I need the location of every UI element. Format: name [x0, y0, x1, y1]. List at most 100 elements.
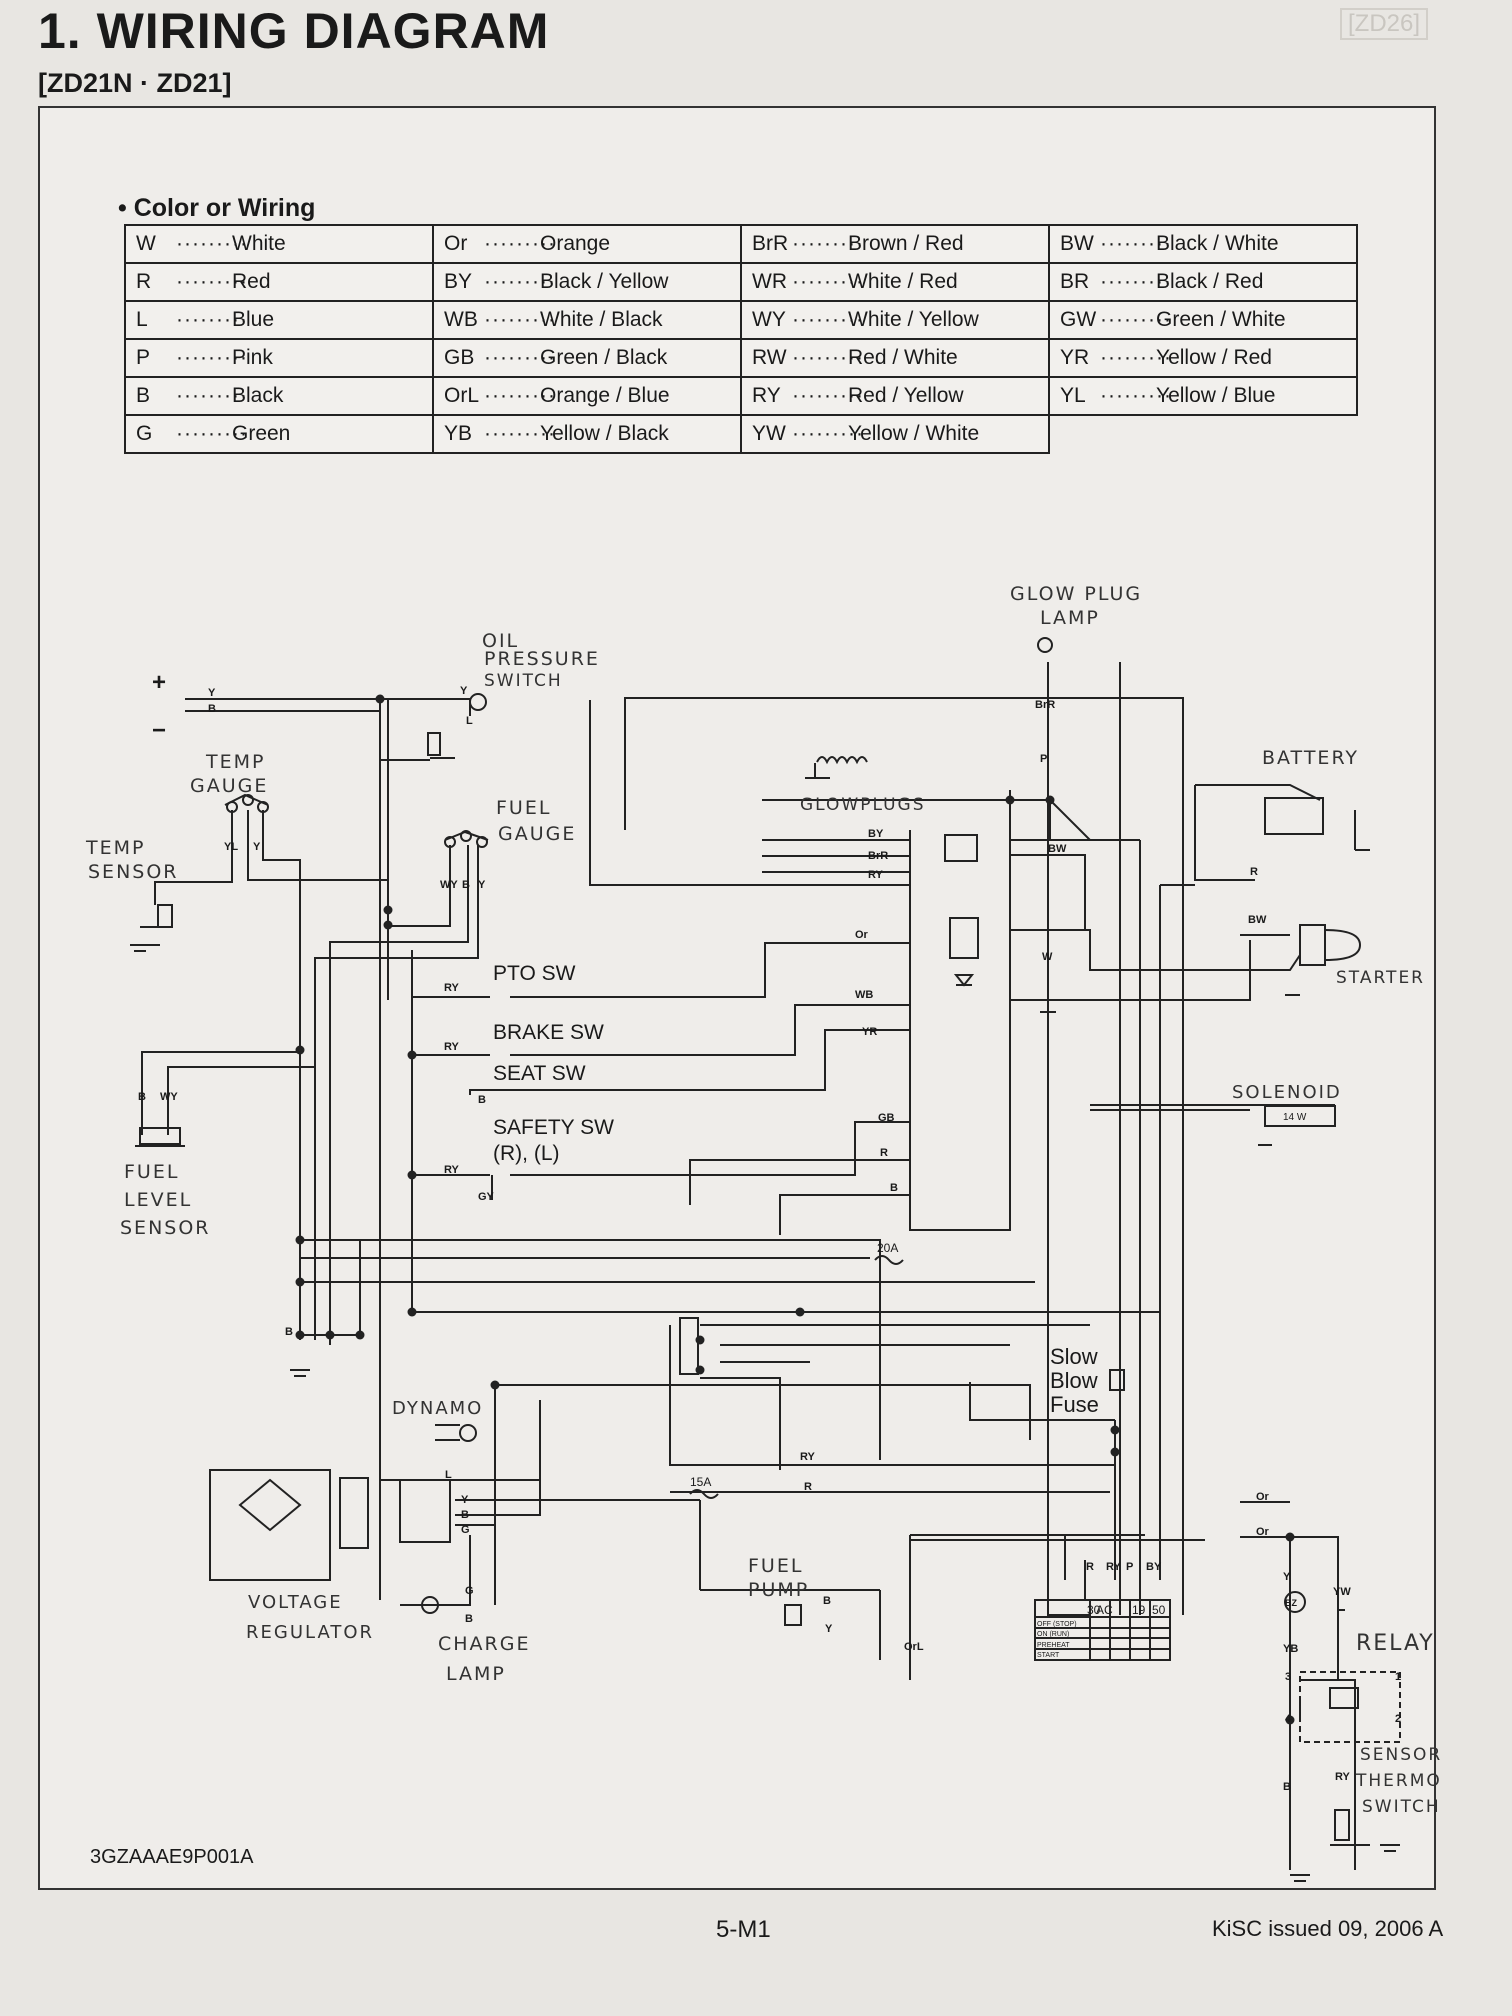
code-wy-level: WY	[160, 1091, 178, 1103]
legend-color-name: Yellow / Black	[540, 422, 669, 445]
document-code: 3GZAAAE9P001A	[90, 1846, 254, 1868]
hw-temp-sensor-2: SENSOR	[88, 861, 179, 883]
hw-temp-sensor-1: TEMP	[85, 837, 145, 859]
code-bz: BZ	[1285, 1598, 1297, 1608]
code-g-charge: G	[465, 1585, 474, 1597]
legend-leader: ·········	[792, 232, 864, 255]
legend-code: Or	[444, 232, 468, 255]
fuel-level-sensor	[135, 1127, 185, 1147]
color-legend-heading: • Color or Wiring	[118, 194, 316, 222]
legend-color-name: Black / Red	[1156, 270, 1264, 293]
legend-color-name: Green / White	[1156, 308, 1286, 331]
legend-code: WY	[752, 308, 786, 331]
hw-starter: STARTER	[1336, 968, 1425, 988]
alternator-block	[399, 1479, 451, 1543]
oil-pressure-switch	[469, 693, 487, 711]
fuel-pump	[784, 1604, 802, 1626]
relay-pin-2: 2	[1395, 1713, 1401, 1725]
fuse-20a-label: 20A	[877, 1241, 898, 1255]
key-header-19: 19	[1132, 1603, 1146, 1617]
legend-code: YB	[444, 422, 473, 445]
legend-code: GB	[444, 346, 475, 369]
hw-fuel-level-2: LEVEL	[124, 1189, 192, 1211]
legend-leader: ·········	[176, 346, 248, 369]
hw-sensor-thermo-3: SWITCH	[1362, 1797, 1441, 1817]
code-ry-key: RY	[1106, 1561, 1122, 1573]
legend-entry: WY·········White / Yellow	[740, 300, 1050, 340]
legend-code: WB	[444, 308, 478, 331]
legend-entry: BrR·········Brown / Red	[740, 224, 1050, 264]
key-row-preheat: PREHEAT	[1037, 1642, 1070, 1649]
legend-leader: ·········	[484, 232, 556, 255]
code-y-dynamo: Y	[461, 1494, 469, 1506]
pto-switch-label: PTO SW	[493, 962, 576, 985]
page-number: 5-M1	[716, 1916, 771, 1943]
key-row-start: START	[1037, 1652, 1060, 1659]
starter	[1299, 924, 1362, 966]
legend-color-name: White	[232, 232, 286, 255]
legend-code: WR	[752, 270, 787, 293]
legend-color-name: White / Yellow	[848, 308, 979, 331]
legend-leader: ·········	[176, 232, 248, 255]
legend-leader: ·········	[484, 308, 556, 331]
legend-color-name: Yellow / Blue	[1156, 384, 1276, 407]
key-row-on: ON (RUN)	[1037, 1631, 1069, 1638]
legend-leader: ·········	[1100, 270, 1172, 293]
legend-color-name: White / Black	[540, 308, 663, 331]
fuel-gauge	[444, 830, 489, 848]
legend-code: OrL	[444, 384, 480, 407]
legend-code: YW	[752, 422, 786, 445]
legend-entry: R·········Red	[124, 262, 434, 302]
code-or-lower: Or	[1256, 1526, 1270, 1538]
key-row-off: OFF (STOP)	[1037, 1621, 1077, 1628]
battery	[1264, 797, 1324, 835]
hw-fuel-gauge-2: GAUGE	[498, 823, 576, 845]
legend-entry: Or·········Orange	[432, 224, 742, 264]
code-y-temp: Y	[253, 841, 261, 853]
model-subtitle: [ZD21N · ZD21]	[38, 68, 232, 98]
hw-solenoid: SOLENOID	[1232, 1082, 1342, 1103]
hw-temp-gauge-1: TEMP	[205, 751, 265, 773]
glow-plug-lamp	[1037, 637, 1053, 653]
code-y-oil: Y	[460, 685, 468, 697]
legend-entry: P·········Pink	[124, 338, 434, 378]
legend-entry: YW·········Yellow / White	[740, 414, 1050, 454]
legend-leader: ·········	[792, 384, 864, 407]
legend-entry: YR·········Yellow / Red	[1048, 338, 1358, 378]
legend-color-name: Red	[232, 270, 271, 293]
code-b: B	[208, 703, 216, 715]
legend-leader: ·········	[484, 384, 556, 407]
code-y-fuel: Y	[478, 879, 486, 891]
key-header-ac: AC	[1096, 1603, 1113, 1617]
code-orl: OrL	[904, 1641, 924, 1653]
hw-oil-2: PRESSURE	[484, 648, 600, 670]
safety-switch-label: SAFETY SW	[493, 1116, 614, 1139]
hw-voltage-reg-1: VOLTAGE	[248, 1592, 343, 1613]
relay-pin-3: 3	[1285, 1671, 1291, 1683]
code-ry-lower: RY	[800, 1451, 816, 1463]
legend-code: BW	[1060, 232, 1094, 255]
legend-color-name: Brown / Red	[848, 232, 964, 255]
legend-entry: GB·········Green / Black	[432, 338, 742, 378]
oil-sensor-body	[427, 732, 455, 759]
seat-switch-label: SEAT SW	[493, 1062, 586, 1085]
code-b-center: B	[890, 1182, 898, 1194]
glow-relay	[944, 834, 978, 862]
hw-temp-gauge-2: GAUGE	[190, 775, 268, 797]
legend-entry: RW·········Red / White	[740, 338, 1050, 378]
legend-leader: ·········	[1100, 232, 1172, 255]
legend-color-name: Black / White	[1156, 232, 1279, 255]
code-y: Y	[208, 687, 216, 699]
code-b-fuel: B	[462, 879, 470, 891]
legend-leader: ·········	[1100, 346, 1172, 369]
legend-entry: G·········Green	[124, 414, 434, 454]
legend-code: R	[136, 270, 152, 293]
hw-voltage-reg-2: REGULATOR	[246, 1622, 374, 1643]
solenoid	[1264, 1105, 1336, 1127]
code-wy-fuel: WY	[440, 879, 458, 891]
code-r-lower: R	[804, 1481, 812, 1493]
code-r-starter: R	[1250, 866, 1258, 878]
hw-dynamo: DYNAMO	[392, 1398, 483, 1419]
legend-color-name: Black	[232, 384, 284, 407]
